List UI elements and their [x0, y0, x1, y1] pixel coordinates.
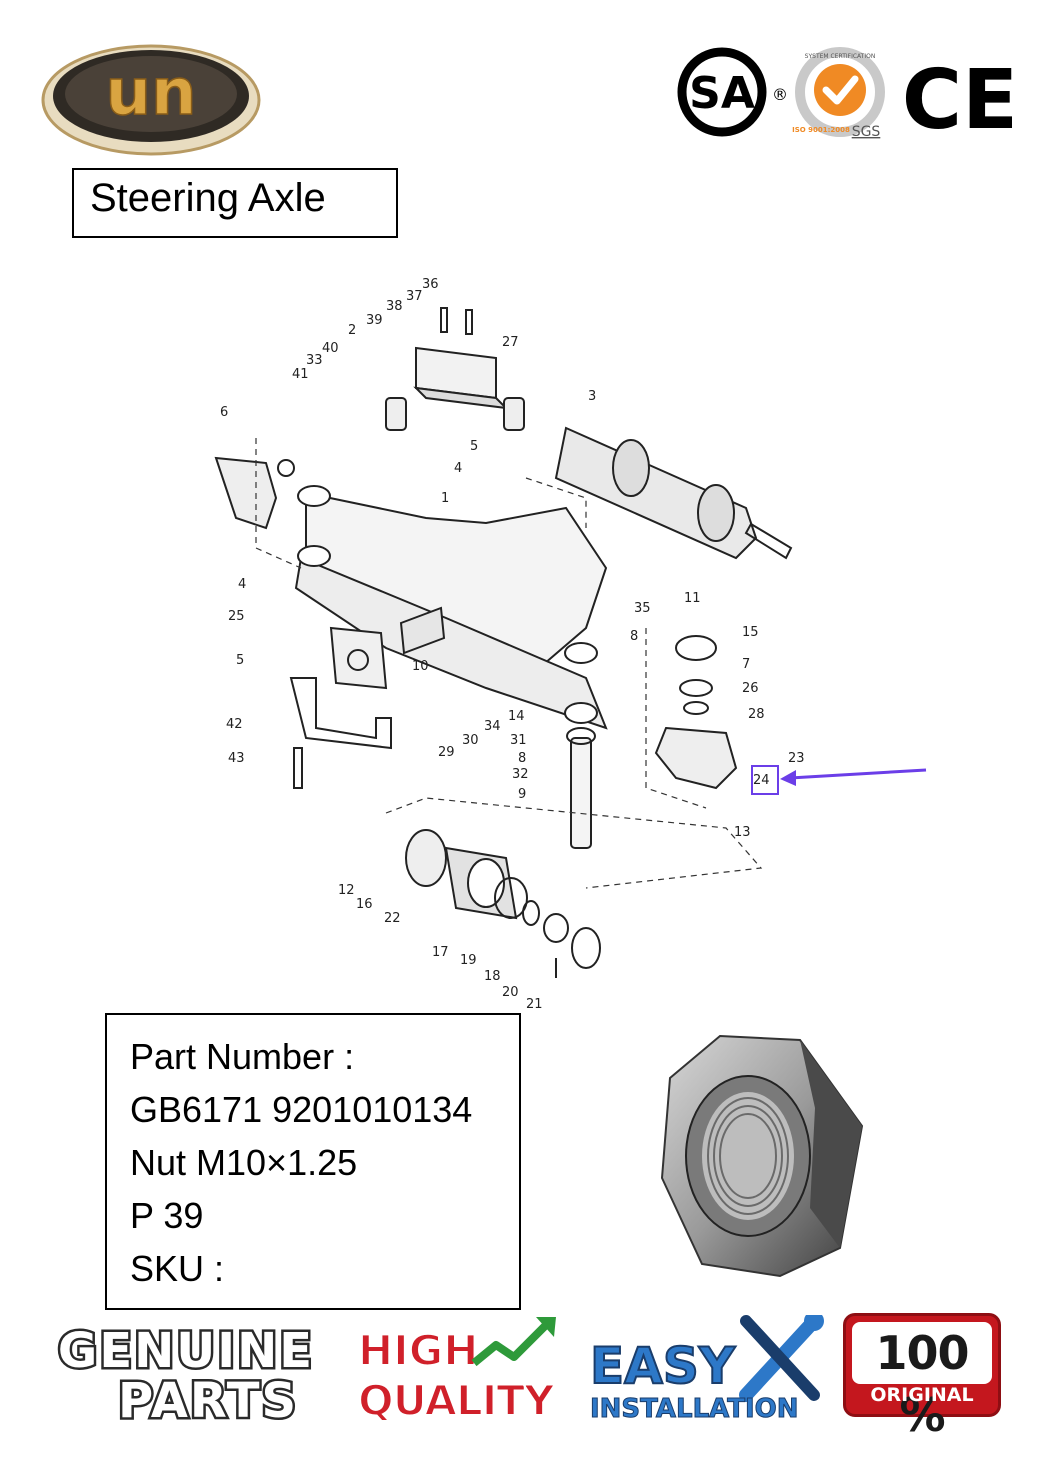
- genuine-line2: PARTS: [118, 1373, 298, 1425]
- callout-33: 33: [306, 353, 323, 368]
- tools-icon: [739, 1315, 824, 1402]
- sku-label: SKU :: [130, 1248, 225, 1289]
- callout-24: 24: [753, 773, 770, 788]
- callout-21: 21: [526, 997, 543, 1012]
- callout-12: 12: [338, 883, 355, 898]
- ce-mark: CE: [902, 53, 1012, 144]
- iso-sgs-logo: SYSTEM CERTIFICATION ISO 9001:2008 SGS: [792, 47, 885, 140]
- brand-logo-text: un: [105, 56, 196, 130]
- callout-40: 40: [322, 341, 339, 356]
- callout-42: 42: [226, 717, 243, 732]
- pointer-arrow: [789, 768, 927, 780]
- title-box: Steering Axle: [72, 168, 398, 238]
- highlight-box: [751, 765, 779, 795]
- page-title: Steering Axle: [90, 176, 326, 220]
- certification-logos: SA ® SYSTEM CERTIFICATION ISO 9001:2008 …: [677, 47, 1012, 144]
- callout-22: 22: [384, 911, 401, 926]
- callout-32: 32: [512, 767, 529, 782]
- callout-43: 43: [228, 751, 245, 766]
- genuine-parts-badge: GENUINE PARTS: [55, 1321, 314, 1426]
- callout-27: 27: [502, 335, 519, 350]
- callout-31: 31: [510, 733, 527, 748]
- brand-logo: un: [41, 44, 261, 156]
- callout-26: 26: [742, 681, 759, 696]
- callout-4b: 4: [238, 577, 246, 592]
- callout-10: 10: [412, 659, 429, 674]
- callout-6: 6: [220, 405, 228, 420]
- original-label: ORIGINAL: [870, 1384, 974, 1406]
- quality-line2: QUALITY: [358, 1376, 555, 1425]
- callout-14: 14: [508, 709, 525, 724]
- iso-ring-bottom: ISO 9001:2008: [792, 126, 850, 134]
- callout-38: 38: [386, 299, 403, 314]
- genuine-line1: GENUINE: [58, 1323, 314, 1379]
- part-page: P 39: [130, 1195, 204, 1236]
- callout-8b: 8: [518, 751, 526, 766]
- callout-28: 28: [748, 707, 765, 722]
- high-quality-badge: HIGH QUALITY: [357, 1317, 557, 1425]
- csa-logo-text: SA: [689, 68, 755, 119]
- original-badge: 100 % ORIGINAL: [843, 1313, 1001, 1442]
- iso-ring-top: SYSTEM CERTIFICATION: [805, 53, 876, 60]
- part-description: Nut M10×1.25: [130, 1142, 358, 1183]
- callout-36: 36: [422, 277, 439, 292]
- callout-7: 7: [742, 657, 750, 672]
- original-percent: 100 %: [852, 1322, 992, 1442]
- callout-35: 35: [634, 601, 651, 616]
- registered-mark: ®: [772, 85, 788, 104]
- easy-line1: EASY: [590, 1337, 736, 1395]
- callout-2: 2: [348, 323, 356, 338]
- callout-37: 37: [406, 289, 423, 304]
- callout-1: 1: [441, 491, 449, 506]
- sgs-text: SGS: [852, 124, 881, 140]
- easy-line2: INSTALLATION: [590, 1394, 799, 1424]
- callout-5: 5: [470, 439, 478, 454]
- callout-20: 20: [502, 985, 519, 1000]
- callout-30: 30: [462, 733, 479, 748]
- callout-18: 18: [484, 969, 501, 984]
- callout-11: 11: [684, 591, 701, 606]
- callout-4: 4: [454, 461, 462, 476]
- easy-installation-badge: EASY INSTALLATION: [589, 1315, 824, 1425]
- callout-23: 23: [788, 751, 805, 766]
- callout-8: 8: [630, 629, 638, 644]
- callout-29: 29: [438, 745, 455, 760]
- part-info-box: Part Number : GB6171 9201010134 Nut M10×…: [105, 1013, 521, 1310]
- nut-product-image: [660, 1034, 864, 1278]
- callout-41: 41: [292, 367, 309, 382]
- callout-16: 16: [356, 897, 373, 912]
- callout-19: 19: [460, 953, 477, 968]
- callout-3: 3: [588, 389, 596, 404]
- steering-axle-diagram: 36 37 38 39 2 40 33 41 27 6 3 5 4 1 11 3…: [214, 277, 927, 1012]
- part-number-label: Part Number :: [130, 1036, 355, 1077]
- part-number-value: GB6171 9201010134: [130, 1089, 473, 1130]
- callout-25: 25: [228, 609, 245, 624]
- callout-15: 15: [742, 625, 759, 640]
- quality-line1: HIGH: [358, 1326, 478, 1375]
- callout-34: 34: [484, 719, 501, 734]
- csa-logo: SA ®: [677, 47, 788, 137]
- callout-9: 9: [518, 787, 526, 802]
- callout-39: 39: [366, 313, 383, 328]
- callout-13: 13: [734, 825, 751, 840]
- callout-17: 17: [432, 945, 449, 960]
- callout-5b: 5: [236, 653, 244, 668]
